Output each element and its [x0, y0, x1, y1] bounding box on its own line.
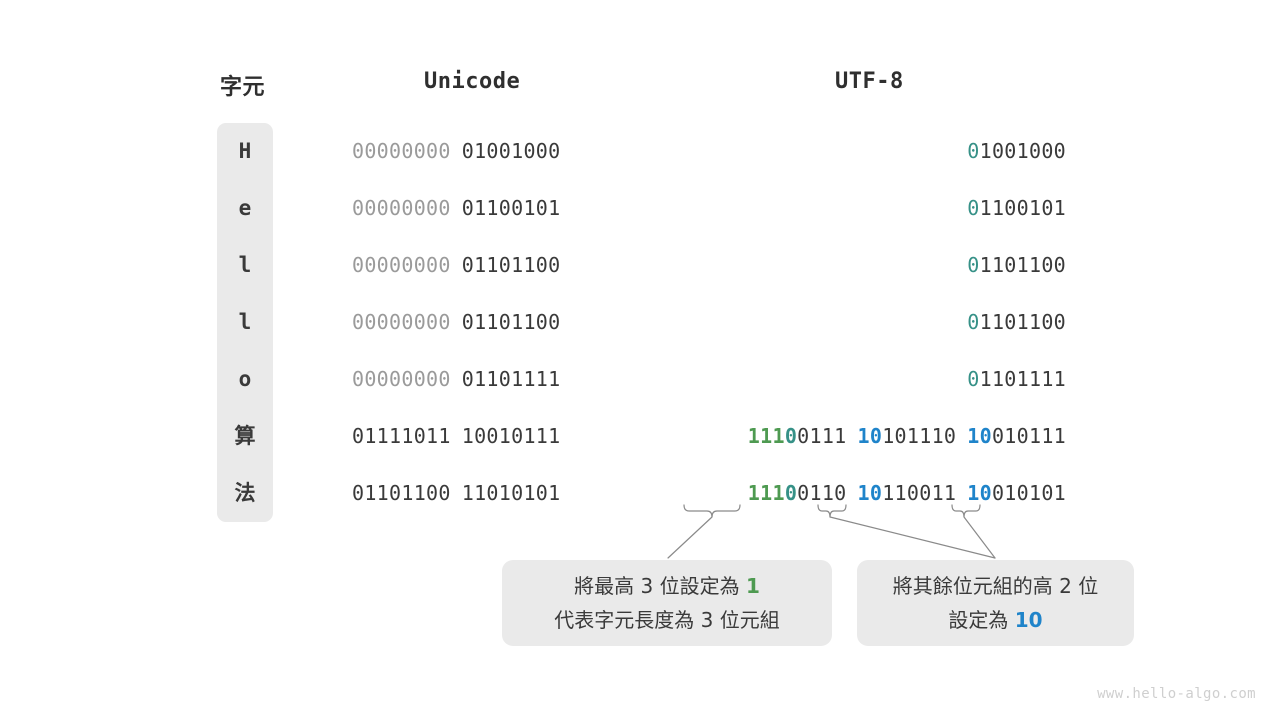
- utf8-byte-payload: 1101100: [979, 253, 1066, 277]
- annotation-note-leading-byte: 將最高 3 位設定為 1 代表字元長度為 3 位元組: [502, 560, 832, 646]
- utf8-byte-payload: 1101111: [979, 367, 1066, 391]
- character-cell: o: [238, 367, 252, 391]
- utf8-value-row: 01101111: [967, 351, 1066, 408]
- note2-highlight: 10: [1014, 608, 1043, 632]
- unicode-high-byte: 01101100: [352, 481, 451, 505]
- character-cell: H: [238, 139, 252, 163]
- character-cell: e: [238, 196, 252, 220]
- unicode-high-byte: 00000000: [352, 196, 451, 220]
- utf8-byte-payload: 1101100: [979, 310, 1066, 334]
- unicode-value-row: 00000000 01101100: [352, 294, 560, 351]
- utf8-value-row: 01001000: [967, 123, 1066, 180]
- leader-line-continuation-2: [963, 516, 996, 559]
- note1-highlight: 1: [745, 574, 760, 598]
- utf8-leading-zero: 0: [784, 481, 798, 505]
- annotation-note-line: 設定為 10: [948, 603, 1042, 637]
- utf8-byte-prefix: 0: [967, 196, 980, 220]
- utf8-byte-payload: 0111: [797, 424, 847, 448]
- utf8-byte-payload: 110011: [882, 481, 957, 505]
- utf8-byte-payload: 1100101: [979, 196, 1066, 220]
- annotation-note-continuation-bytes: 將其餘位元組的高 2 位 設定為 10: [857, 560, 1134, 646]
- character-cell: 法: [234, 481, 256, 505]
- unicode-low-byte: 01101100: [461, 310, 561, 334]
- utf8-byte-prefix: 0: [967, 139, 980, 163]
- unicode-value-row: 01111011 10010111: [352, 408, 560, 465]
- character-column-panel: H e l l o 算 法: [217, 123, 273, 522]
- annotation-note-line: 代表字元長度為 3 位元組: [554, 608, 780, 632]
- unicode-low-byte: 10010111: [461, 424, 561, 448]
- utf8-byte-prefix: 0: [967, 310, 980, 334]
- character-cell: l: [238, 253, 252, 277]
- unicode-value-row: 01101100 11010101: [352, 465, 560, 522]
- utf8-byte-payload: 010111: [991, 424, 1066, 448]
- unicode-high-byte: 00000000: [352, 367, 451, 391]
- character-cell: l: [238, 310, 252, 334]
- brace-leading-byte: [683, 504, 741, 518]
- character-cell: 算: [234, 424, 256, 448]
- unicode-high-byte: 01111011: [352, 424, 451, 448]
- utf8-value-row: 01101100: [967, 237, 1066, 294]
- utf8-byte-payload: 0110: [797, 481, 847, 505]
- unicode-value-row: 00000000 01100101: [352, 180, 560, 237]
- note2-line2-text: 設定為: [948, 608, 1015, 632]
- annotation-note-line: 將其餘位元組的高 2 位: [892, 574, 1099, 598]
- watermark: www.hello-algo.com: [1097, 686, 1256, 702]
- utf8-continuation-prefix: 10: [967, 424, 992, 448]
- unicode-value-row: 00000000 01101111: [352, 351, 560, 408]
- utf8-leading-ones: 111: [747, 481, 785, 505]
- column-header-utf8: UTF-8: [835, 69, 904, 94]
- unicode-low-byte: 01101111: [461, 367, 561, 391]
- column-header-character: 字元: [220, 75, 266, 100]
- unicode-value-row: 00000000 01001000: [352, 123, 560, 180]
- utf8-byte-payload: 010101: [991, 481, 1066, 505]
- utf8-continuation-prefix: 10: [857, 481, 883, 505]
- utf8-value-row: 01101100: [967, 294, 1066, 351]
- utf8-continuation-prefix: 10: [857, 424, 883, 448]
- unicode-low-byte: 01001000: [461, 139, 561, 163]
- utf8-byte-prefix: 0: [967, 367, 980, 391]
- utf8-byte-payload: 101110: [882, 424, 957, 448]
- leader-line-leading-byte: [667, 516, 713, 559]
- unicode-high-byte: 00000000: [352, 139, 451, 163]
- utf8-continuation-prefix: 10: [967, 481, 992, 505]
- utf8-byte-payload: 1001000: [979, 139, 1066, 163]
- unicode-high-byte: 00000000: [352, 253, 451, 277]
- unicode-low-byte: 01100101: [461, 196, 561, 220]
- unicode-high-byte: 00000000: [352, 310, 451, 334]
- utf8-leading-ones: 111: [747, 424, 785, 448]
- unicode-low-byte: 11010101: [461, 481, 561, 505]
- utf8-byte-prefix: 0: [967, 253, 980, 277]
- utf8-leading-zero: 0: [784, 424, 798, 448]
- annotation-note-line: 將最高 3 位設定為 1: [574, 569, 760, 603]
- unicode-value-row: 00000000 01101100: [352, 237, 560, 294]
- utf8-value-row: 01100101: [967, 180, 1066, 237]
- leader-line-continuation-1: [829, 516, 996, 559]
- column-header-unicode: Unicode: [424, 69, 521, 94]
- unicode-low-byte: 01101100: [461, 253, 561, 277]
- note1-line1-text: 將最高 3 位設定為: [574, 574, 746, 598]
